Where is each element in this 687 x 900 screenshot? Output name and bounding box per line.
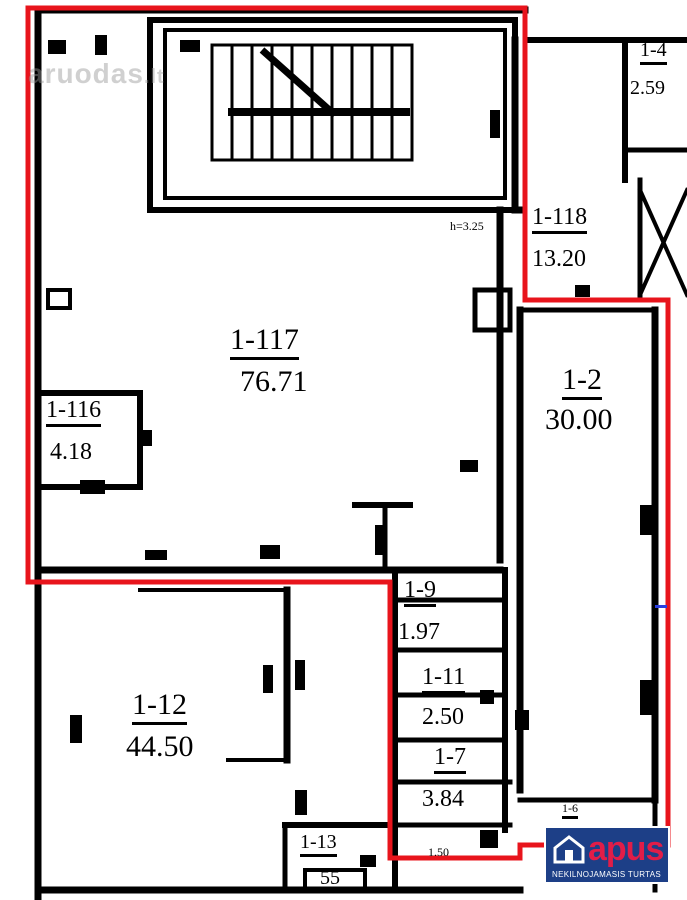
room-1-9-id: 1-9: [404, 578, 436, 607]
room-1-2-id: 1-2: [562, 365, 602, 400]
room-1-7-id: 1-7: [434, 745, 466, 774]
room-1-117-area: 76.71: [240, 365, 308, 398]
apus-logo: apus NEKILNOJAMASIS TURTAS: [544, 826, 670, 884]
watermark-text: aruodas: [28, 58, 144, 89]
watermark-tld: .lt: [143, 66, 165, 88]
room-1-4-id: 1-4: [640, 40, 667, 65]
room-1-116-id: 1-116: [46, 398, 102, 427]
blue-marker: [655, 605, 667, 608]
room-1-116-area: 4.18: [50, 439, 92, 465]
room-1-118-area: 13.20: [532, 246, 586, 272]
room-1-118-id: 1-118: [532, 205, 588, 234]
room-1-11-area: 2.50: [422, 704, 464, 730]
room-1-117-id: 1-117: [230, 325, 299, 360]
room-1-2-area: 30.00: [545, 403, 613, 436]
brand-name: apus: [588, 830, 664, 868]
stair-treads: [210, 43, 414, 162]
room-1-12-area: 44.50: [126, 730, 194, 763]
room-1-11-id: 1-11: [422, 665, 466, 694]
walls: [34, 6, 687, 900]
brand-tagline: NEKILNOJAMASIS TURTAS: [552, 870, 661, 879]
house-icon: [553, 835, 585, 864]
watermark: aruodas.lt: [28, 58, 165, 90]
ceiling-height-label: h=3.25: [450, 219, 484, 233]
small-dimension-label: 1.50: [428, 845, 449, 859]
room-1-4-area: 2.59: [630, 77, 665, 99]
room-1-12-id: 1-12: [132, 690, 187, 725]
room-1-6-id: 1-6: [562, 802, 578, 819]
wall-details: [46, 35, 652, 892]
room-1-13-area: 55: [320, 867, 340, 889]
highlight-boundary: [25, 5, 671, 861]
room-1-7-area: 3.84: [422, 786, 464, 812]
room-1-9-area: 1.97: [398, 619, 440, 645]
room-1-13-id: 1-13: [300, 832, 337, 857]
